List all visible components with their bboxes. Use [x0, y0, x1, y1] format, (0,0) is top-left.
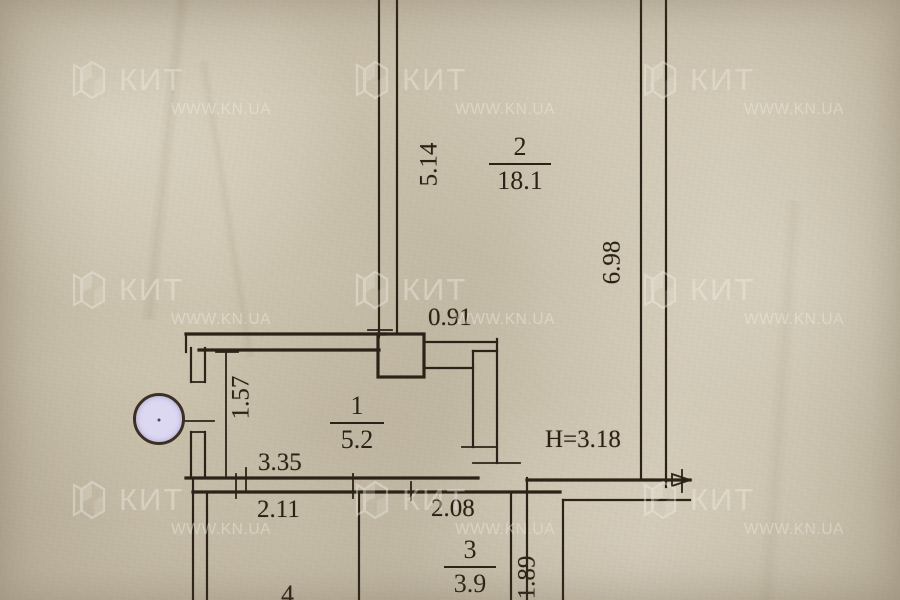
pen-dot — [157, 418, 161, 422]
room-number: 3 — [463, 535, 477, 564]
dimension-6-98: 6.98 — [598, 240, 626, 285]
dimension-1-89: 1.89 — [513, 555, 541, 600]
column-block — [376, 332, 426, 379]
room-area: 3.9 — [453, 568, 487, 598]
dimension-0-91: 0.91 — [428, 304, 472, 331]
room-label-4: 4 — [281, 580, 294, 600]
dimension-3-35: 3.35 — [258, 449, 302, 476]
dimension-2-08: 2.08 — [431, 495, 475, 522]
room-label-divider — [330, 421, 384, 424]
room-number: 1 — [350, 391, 364, 420]
room-area: 18.1 — [497, 165, 543, 195]
room-label-divider — [444, 565, 496, 568]
room-label-divider — [489, 162, 551, 165]
room-label-1: 1 5.2 — [327, 392, 387, 453]
room-number: 2 — [513, 132, 527, 161]
room-label-2: 2 18.1 — [487, 133, 553, 194]
dimension-2-11: 2.11 — [257, 496, 300, 523]
pen-circle-mark — [133, 393, 185, 445]
dimension-1-57: 1.57 — [227, 375, 255, 420]
room-label-3: 3 3.9 — [441, 536, 499, 597]
room-area: 5.2 — [340, 424, 374, 454]
dimension-arrow-head — [671, 472, 693, 488]
dimension-5-14: 5.14 — [415, 142, 443, 187]
ceiling-height-label: H=3.18 — [545, 426, 621, 453]
